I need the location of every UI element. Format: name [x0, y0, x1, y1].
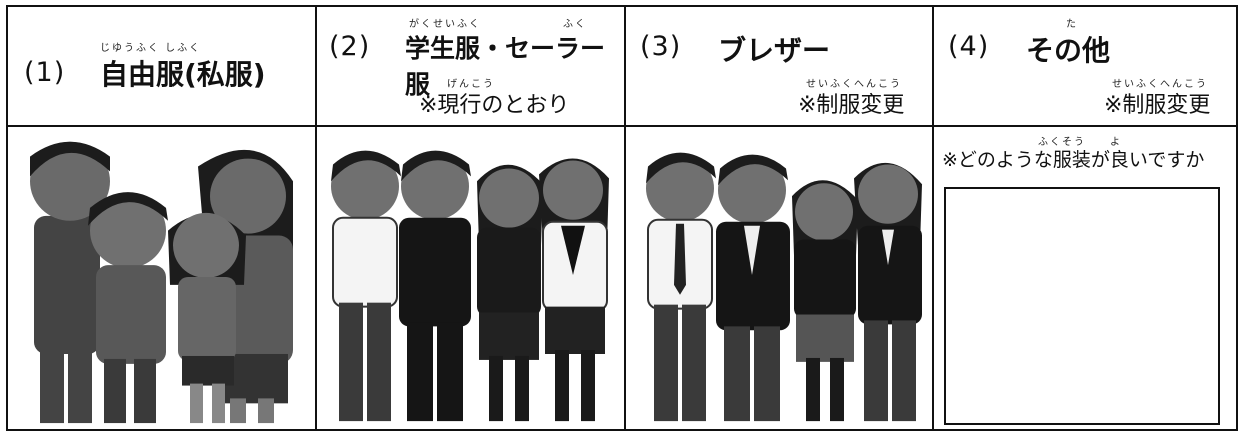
option-title: 自由服(私服) — [100, 58, 266, 91]
row-divider — [8, 125, 1236, 127]
other-answer-cell: ふくそう よ ※どのような服装が良いですか — [934, 127, 1236, 429]
option-header-1: (1) じゆうふく しふく 自由服(私服) — [8, 7, 315, 125]
option-ruby: がくせいふく — [409, 19, 481, 30]
option-header-2: (2) がくせいふく ふく 学生服・セーラー服 げんこう ※現行のとおり — [317, 7, 624, 125]
question-ruby-1: ふくそう — [1038, 137, 1086, 148]
blazer-illustration — [626, 127, 932, 429]
option-title: その他 — [1026, 34, 1111, 67]
option-number: (4) — [948, 31, 990, 62]
option-number: (2) — [329, 31, 371, 62]
option-number: (3) — [640, 31, 682, 62]
option-title: ブレザー — [718, 34, 831, 67]
option-ruby: た — [1066, 19, 1078, 30]
options-table: (1) じゆうふく しふく 自由服(私服) (2) がくせいふく ふく 学生服・… — [6, 5, 1238, 431]
option-ruby-2: ふく — [563, 19, 587, 30]
column-divider — [932, 7, 934, 429]
casual-clothes-illustration — [8, 127, 315, 429]
note-ruby: せいふくへんこう — [1112, 79, 1208, 90]
note-ruby: せいふくへんこう — [806, 79, 902, 90]
other-question: ※どのような服装が良いですか — [942, 149, 1205, 171]
option-ruby: じゆうふく しふく — [100, 43, 202, 54]
option-note: ※現行のとおり — [419, 93, 570, 118]
school-uniform-illustration — [317, 127, 624, 429]
free-answer-box[interactable] — [944, 187, 1220, 425]
column-divider — [315, 7, 317, 429]
option-note: ※制服変更 — [798, 93, 905, 118]
note-ruby: げんこう — [447, 79, 495, 90]
option-number: (1) — [24, 57, 66, 88]
option-header-3: (3) ブレザー せいふくへんこう ※制服変更 — [626, 7, 932, 125]
option-note: ※制服変更 — [1104, 93, 1211, 118]
option-header-4: (4) た その他 せいふくへんこう ※制服変更 — [934, 7, 1236, 125]
column-divider — [624, 7, 626, 429]
option-title: 学生服・セーラー服 — [405, 34, 606, 99]
question-ruby-2: よ — [1110, 137, 1122, 148]
